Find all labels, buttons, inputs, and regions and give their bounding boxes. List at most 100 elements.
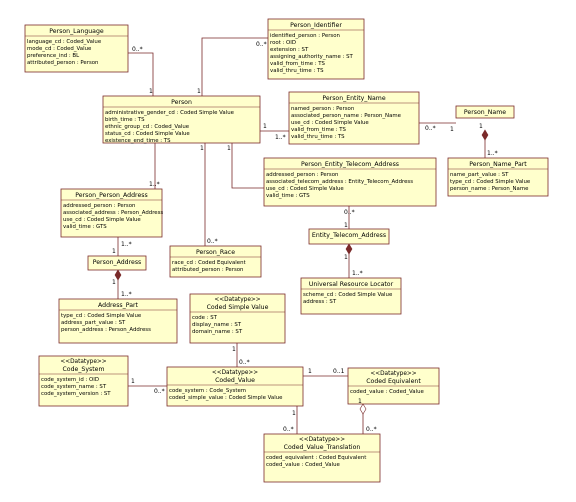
class-person-identifier: Person_Identifier identified_person : Per…: [267, 18, 365, 80]
class-box-universal-resource-locator: [300, 277, 402, 315]
mult-cv-cs: 0..*: [154, 388, 165, 395]
class-attribute: name_part_value : ST: [450, 172, 509, 178]
class-title: Code_System: [62, 366, 104, 373]
mult-cv-ce: 1: [308, 368, 312, 375]
mult-part-pa: 1: [112, 279, 116, 286]
class-title: Person_Name: [464, 109, 506, 116]
mult-person-ppa: 1..*: [149, 181, 160, 188]
class-title: Coded_Value_Translation: [284, 444, 361, 451]
class-title: Person_Entity_Telecom_Address: [301, 161, 399, 168]
class-attribute: attributed_person : Person: [172, 267, 243, 273]
class-title: Coded_Value: [215, 377, 255, 384]
class-box-address-part: [58, 298, 178, 344]
class-coded-equivalent: <<Datatype>>Coded Equivalentcoded_value …: [347, 367, 440, 405]
assoc-identifier-person: [201, 37, 268, 96]
multiplicity-labels: 0..* 1 0..* 1 1 1..* 0..* 1 1 1..* 1 0..…: [112, 41, 498, 433]
class-attribute: coded_value : Coded_Value: [266, 462, 340, 468]
mult-person-lang: 1: [149, 88, 153, 95]
class-attribute: person_name : Person_Name: [450, 186, 529, 192]
class-attribute: address : ST: [303, 299, 337, 305]
class-attribute: code_system_id : OID: [41, 377, 99, 383]
class-attribute: race_cd : Coded Equivalent: [172, 260, 246, 266]
mult-entname-name: 0..*: [425, 125, 436, 132]
mult-person-ident: 1: [197, 88, 201, 95]
class-attribute: birth_time : TS: [105, 117, 145, 123]
mult-entname-person: 1..*: [275, 134, 286, 141]
class-box-code-system: [38, 355, 129, 407]
class-attribute: type_cd : Coded Simple Value: [450, 179, 531, 185]
class-attribute: display_name : ST: [192, 322, 242, 328]
class-stereotype: <<Datatype>>: [212, 370, 258, 376]
class-attribute: status_cd : Coded Simple Value: [105, 131, 190, 137]
class-attribute: use_cd : Coded Simple Value: [291, 120, 369, 126]
mult-lang-person: 0..*: [132, 46, 143, 53]
class-attribute: associated_telecom_address : Entity_Tele…: [266, 179, 413, 185]
class-attribute: valid_time : GTS: [266, 193, 310, 199]
class-attribute: identified_person : Person: [270, 33, 340, 39]
mult-cv-cvt: 1: [292, 410, 296, 417]
class-attribute: associated_address : Person_Address: [63, 210, 163, 216]
mult-ident-person: 0..*: [256, 41, 267, 48]
class-box-person-race: [169, 245, 262, 278]
assoc-person-telecom: [231, 143, 264, 189]
mult-ppa-pa: 1..*: [121, 241, 132, 248]
mult-pa-part: 1..*: [121, 291, 132, 298]
class-box-person-address: [87, 255, 147, 271]
class-entity-telecom-address: Entity_Telecom_Address: [308, 228, 390, 245]
class-attribute: code : ST: [192, 315, 218, 321]
mult-cvt-ce: 0..*: [366, 426, 377, 433]
class-box-person-entity-name: [288, 91, 420, 145]
class-attribute: address_part_value : ST: [61, 320, 126, 326]
class-box-coded-value: [166, 366, 304, 407]
class-attribute: root : OID: [270, 40, 296, 46]
class-attribute: extension : ST: [270, 47, 309, 53]
class-title: Person_Address: [93, 259, 142, 266]
class-title: Person_Person_Address: [75, 192, 147, 199]
class-title: Person_Race: [196, 249, 235, 256]
class-coded-value-translation: <<Datatype>>Coded_Value_Translationcoded…: [263, 433, 381, 483]
mult-namepart-name: 1..*: [487, 150, 498, 157]
composition-diamond-name: [481, 129, 489, 141]
composition-diamond-eta: [345, 243, 353, 255]
class-box-person-language: [24, 24, 129, 73]
class-attribute: coded_simple_value : Coded Simple Value: [169, 395, 283, 401]
class-attribute: domain_name : ST: [192, 329, 243, 335]
class-attribute: existence_end_time : TS: [105, 138, 171, 144]
class-attribute: use_cd : Coded Simple Value: [63, 217, 141, 223]
class-stereotype: <<Datatype>>: [60, 359, 106, 365]
class-attribute: code_system_name : ST: [41, 384, 107, 390]
class-attribute: code_system_version : ST: [41, 391, 111, 397]
class-attribute: valid_from_time : TS: [291, 127, 347, 133]
class-attribute: addressed_person : Person: [266, 172, 338, 178]
class-box-person-person-address: [60, 188, 163, 238]
mult-telecom-eta: 0..*: [344, 209, 355, 216]
class-attribute: language_cd : Coded_Value: [27, 39, 102, 45]
class-box-person-identifier: [267, 18, 365, 80]
composition-diamond-pa: [114, 269, 122, 281]
class-box-person-entity-telecom-address: [263, 157, 437, 207]
class-title: Person_Identifier: [290, 22, 342, 29]
class-person-entity-telecom-address: Person_Entity_Telecom_Address addressed_p…: [263, 157, 437, 207]
mult-ce-cv: 0..1: [333, 368, 345, 375]
class-attribute: valid_from_time : TS: [270, 61, 326, 67]
mult-ce-cvt: 1: [358, 398, 362, 405]
class-person-address: Person_Address: [87, 255, 147, 271]
class-title: Coded Equivalent: [366, 378, 421, 385]
class-attribute: valid_thru_time : TS: [291, 134, 345, 140]
class-box-coded-simple-value: [189, 293, 286, 344]
class-title: Coded Simple Value: [207, 304, 269, 311]
class-attribute: named_person : Person: [291, 106, 354, 112]
class-title: Entity_Telecom_Address: [312, 232, 386, 239]
class-person-race: Person_Race race_cd : Coded Equivalentatt…: [169, 245, 262, 278]
mult-race-person: 1: [200, 145, 204, 152]
assoc-language-person: [128, 52, 154, 96]
